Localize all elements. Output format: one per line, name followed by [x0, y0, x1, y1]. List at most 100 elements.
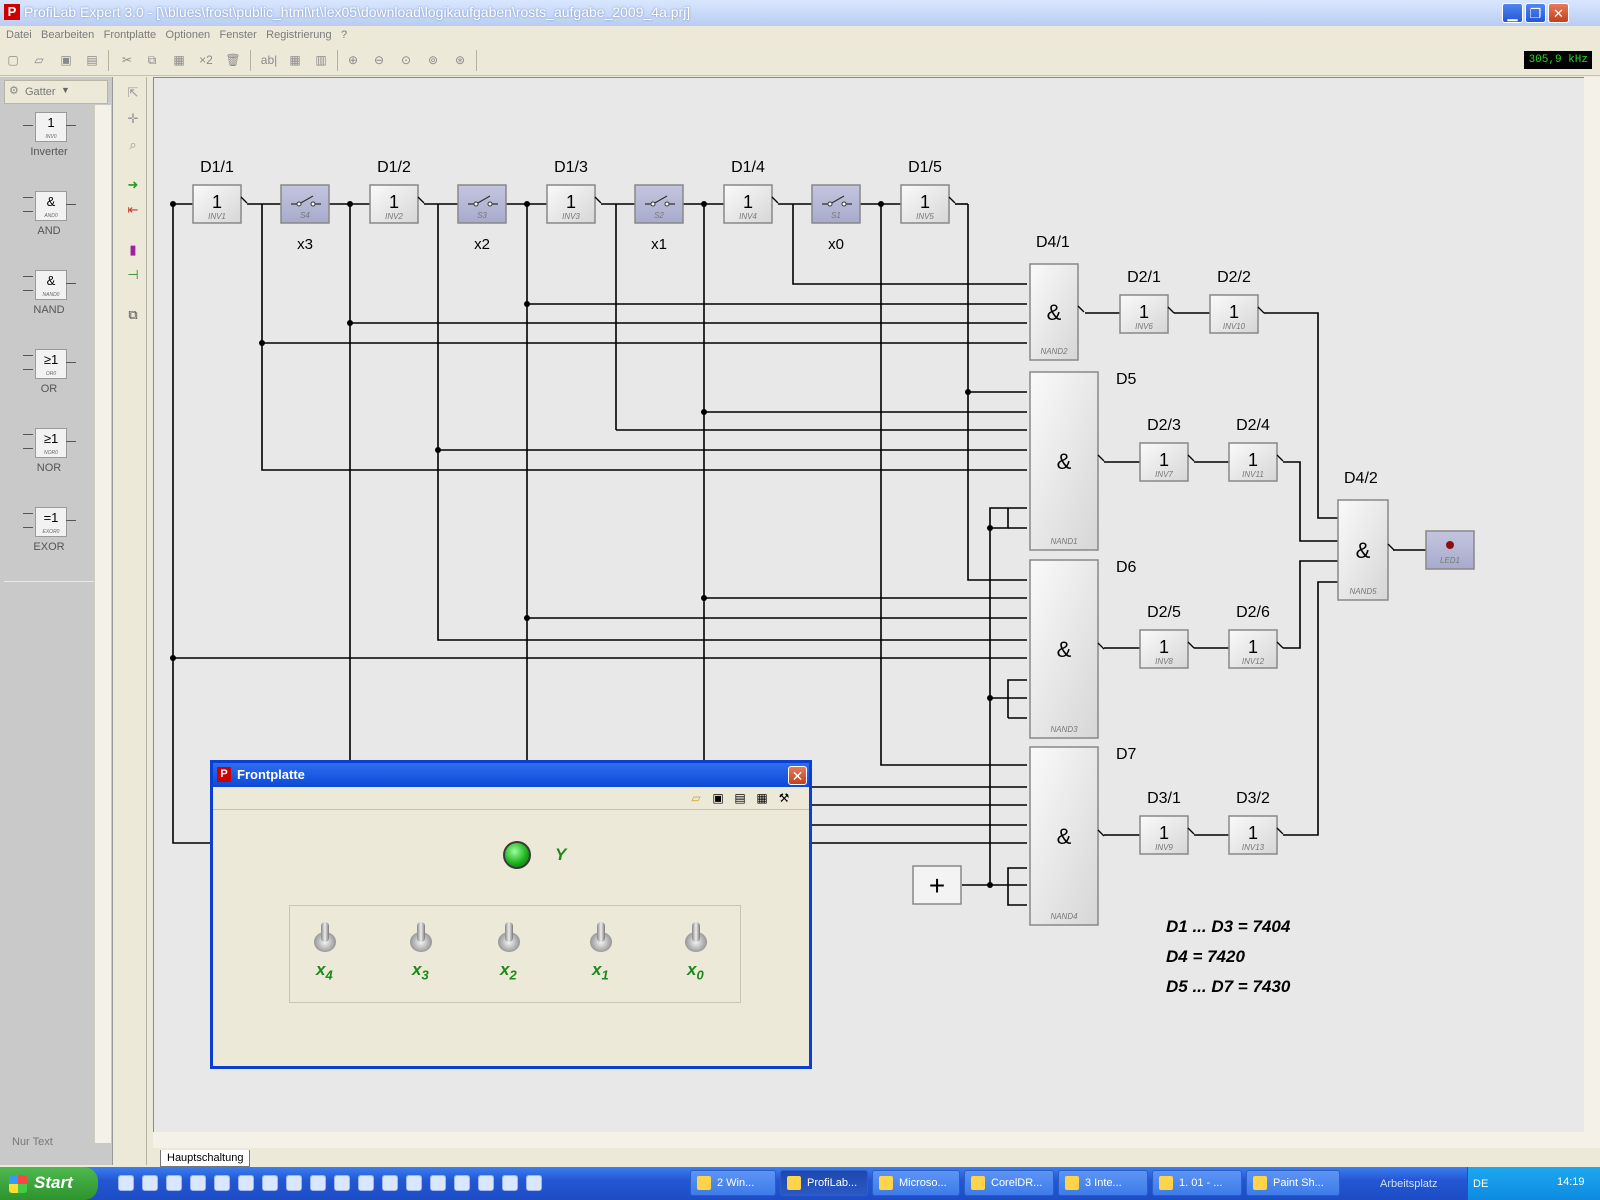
pointer-tool-icon[interactable]: ⇱: [127, 85, 139, 100]
copy-icon[interactable]: ⧉: [147, 53, 157, 67]
pen-icon[interactable]: [358, 1175, 374, 1191]
browser-icon[interactable]: [166, 1175, 182, 1191]
clipboard-icon[interactable]: ▦: [756, 791, 768, 805]
taskbar-task[interactable]: CorelDR...: [964, 1170, 1054, 1196]
text-tool-button[interactable]: ab|: [260, 53, 278, 67]
wire-tool-icon[interactable]: ✛: [127, 111, 139, 126]
run-simulation-icon[interactable]: ➜: [127, 177, 139, 192]
duplicate-button[interactable]: ×2: [199, 53, 213, 67]
open-folder-icon[interactable]: ▱: [691, 791, 701, 805]
chip-icon[interactable]: [526, 1175, 542, 1191]
tab-hauptschaltung[interactable]: Hauptschaltung: [160, 1150, 251, 1167]
magnifier-icon[interactable]: ⌕: [129, 137, 137, 152]
toggle-switch-x1[interactable]: [588, 922, 614, 956]
zoom-page-icon[interactable]: ⊚: [427, 53, 439, 67]
toggle-switch-x0[interactable]: [683, 922, 709, 956]
mail-icon[interactable]: [382, 1175, 398, 1191]
book-icon[interactable]: [334, 1175, 350, 1191]
save-icon[interactable]: ▣: [60, 53, 72, 67]
taskbar-task[interactable]: Paint Sh...: [1246, 1170, 1340, 1196]
edit-icon[interactable]: [238, 1175, 254, 1191]
palette-category-select[interactable]: Gatter ⚙ ▼: [4, 80, 108, 104]
palette-text-mode[interactable]: Nur Text: [12, 1136, 53, 1148]
cmd-icon[interactable]: [262, 1175, 278, 1191]
workspace-toolbar[interactable]: Arbeitsplatz: [1380, 1178, 1438, 1190]
cut-icon[interactable]: ✂: [121, 53, 133, 67]
tools-icon[interactable]: ⚒: [778, 791, 790, 805]
menu-help[interactable]: ?: [340, 29, 348, 41]
print-icon[interactable]: ▤: [734, 791, 746, 805]
sync-icon[interactable]: [406, 1175, 422, 1191]
save-icon[interactable]: ▣: [712, 791, 724, 805]
pin-icon[interactable]: ⊣: [127, 267, 139, 282]
taskbar-task[interactable]: 3 Inte...: [1058, 1170, 1148, 1196]
canvas-horizontal-scrollbar[interactable]: [153, 1132, 1600, 1148]
grid-icon[interactable]: ▦: [289, 53, 301, 67]
menu-fenster[interactable]: Fenster: [219, 29, 257, 41]
window-switch-icon[interactable]: ⧉: [128, 307, 138, 322]
desktop-icon[interactable]: [190, 1175, 206, 1191]
menu-datei[interactable]: Datei: [6, 29, 32, 41]
taskbar-task[interactable]: 1. 01 - ...: [1152, 1170, 1242, 1196]
taskbar-task[interactable]: 2 Win...: [690, 1170, 776, 1196]
settings-icon[interactable]: [310, 1175, 326, 1191]
opera-icon[interactable]: [478, 1175, 494, 1191]
vcc-source[interactable]: +: [912, 865, 962, 905]
logic-level-icon[interactable]: ▮: [129, 242, 137, 257]
toggle-switch-x2[interactable]: [496, 922, 522, 956]
menu-frontplatte[interactable]: Frontplatte: [103, 29, 157, 41]
menu-registrierung[interactable]: Registrierung: [266, 29, 332, 41]
close-button[interactable]: ✕: [1548, 3, 1569, 23]
photo-icon[interactable]: [286, 1175, 302, 1191]
taskbar-task[interactable]: Microso...: [872, 1170, 960, 1196]
frontplatte-close-button[interactable]: ✕: [788, 766, 807, 785]
canvas-vertical-scrollbar[interactable]: [1584, 77, 1600, 1132]
stop-simulation-icon[interactable]: ⇤: [127, 202, 139, 217]
led-component[interactable]: LED1: [1425, 530, 1475, 570]
disk-icon[interactable]: [502, 1175, 518, 1191]
open-folder-icon[interactable]: ▱: [34, 53, 44, 67]
start-button[interactable]: Start: [0, 1167, 98, 1200]
paste-icon[interactable]: ▦: [173, 53, 185, 67]
zoom-out-icon[interactable]: ⊖: [373, 53, 385, 67]
menu-bearbeiten[interactable]: Bearbeiten: [41, 29, 95, 41]
remote-icon[interactable]: [214, 1175, 230, 1191]
zoom-fit-icon[interactable]: ⊙: [400, 53, 412, 67]
menu-optionen[interactable]: Optionen: [165, 29, 211, 41]
palette-scrollbar[interactable]: [94, 105, 111, 1143]
graph-icon[interactable]: [454, 1175, 470, 1191]
toggle-switch-x4[interactable]: [312, 922, 338, 956]
network-icon[interactable]: [142, 1175, 158, 1191]
zoom-all-icon[interactable]: ⊛: [454, 53, 466, 67]
restore-button[interactable]: ❐: [1525, 3, 1546, 23]
taskbar-task[interactable]: ProfiLab...: [780, 1170, 868, 1196]
ie-icon[interactable]: [118, 1175, 134, 1191]
minimize-button[interactable]: ▁: [1502, 3, 1523, 23]
tool-icon[interactable]: [430, 1175, 446, 1191]
